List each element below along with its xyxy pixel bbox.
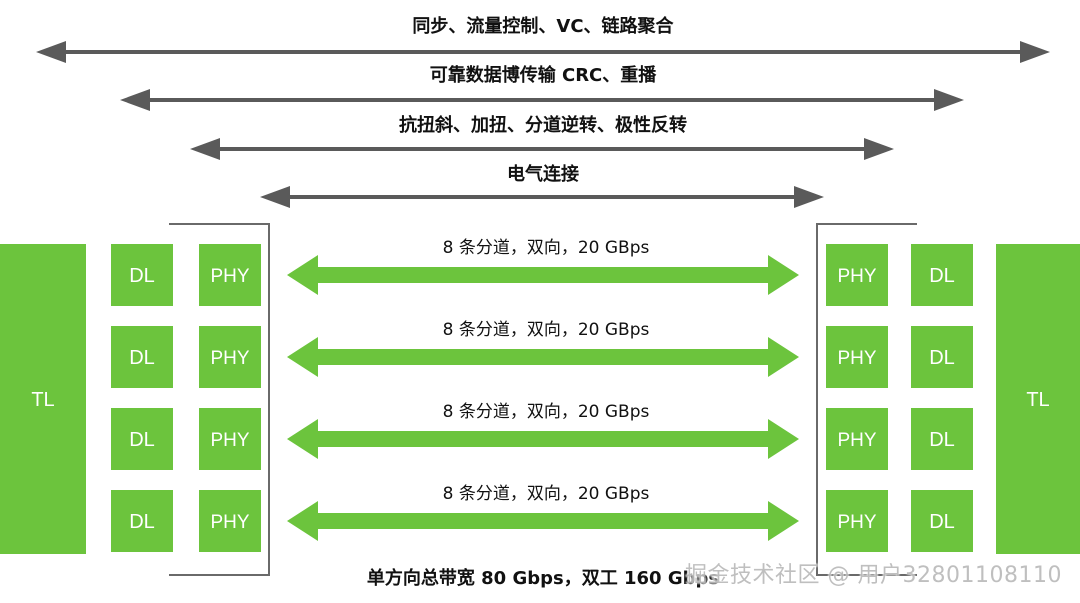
total-bandwidth-label: 单方向总带宽 80 Gbps，双工 160 Gbps xyxy=(367,567,719,589)
dl-label-right: DL xyxy=(929,265,955,287)
dl-label-left: DL xyxy=(129,347,155,369)
phy-box-left xyxy=(199,244,261,306)
dl-label-left: DL xyxy=(129,429,155,451)
tl-label-right: TL xyxy=(1026,389,1049,411)
layer-label-electrical: 电气连接 xyxy=(507,163,579,185)
lane-row: DL PHY PHY DL 8 条分道，双向，20 GBps xyxy=(111,320,973,388)
phy-label-left: PHY xyxy=(210,348,249,369)
left-bracket xyxy=(169,223,270,576)
layer-label-deskew: 抗扭斜、加扭、分道逆转、极性反转 xyxy=(399,114,687,136)
lane-arrow xyxy=(287,255,799,295)
layer-label-reliable: 可靠数据博传输 CRC、重播 xyxy=(430,64,658,86)
tl-box-left xyxy=(0,244,86,554)
dl-label-right: DL xyxy=(929,429,955,451)
layer-label-sync: 同步、流量控制、VC、链路聚合 xyxy=(412,15,674,37)
right-bracket xyxy=(816,223,917,576)
dl-label-right: DL xyxy=(929,511,955,533)
layer-arrow-deskew xyxy=(190,138,894,160)
dl-box-right xyxy=(911,408,973,470)
phy-label-right: PHY xyxy=(837,266,876,287)
lanes: DL PHY PHY DL 8 条分道，双向，20 GBps DL PHY PH… xyxy=(111,238,973,552)
layer-arrow-sync xyxy=(36,41,1050,63)
dl-box-right xyxy=(911,244,973,306)
dl-box-left xyxy=(111,408,173,470)
phy-box-right xyxy=(826,408,888,470)
dl-box-left xyxy=(111,244,173,306)
phy-label-right: PHY xyxy=(837,430,876,451)
phy-box-right xyxy=(826,490,888,552)
phy-box-right xyxy=(826,326,888,388)
lane-arrow xyxy=(287,419,799,459)
lane-row: DL PHY PHY DL 8 条分道，双向，20 GBps xyxy=(111,402,973,470)
phy-label-right: PHY xyxy=(837,512,876,533)
phy-label-left: PHY xyxy=(210,430,249,451)
dl-label-left: DL xyxy=(129,265,155,287)
phy-box-left xyxy=(199,490,261,552)
dl-label-right: DL xyxy=(929,347,955,369)
layer-arrow-electrical xyxy=(260,186,824,208)
tl-box-right xyxy=(996,244,1080,554)
lane-row: DL PHY PHY DL 8 条分道，双向，20 GBps xyxy=(111,484,973,552)
lane-label: 8 条分道，双向，20 GBps xyxy=(443,238,650,258)
layer-arrow-reliable xyxy=(120,89,964,111)
phy-box-left xyxy=(199,326,261,388)
phy-label-left: PHY xyxy=(210,512,249,533)
lane-row: DL PHY PHY DL 8 条分道，双向，20 GBps xyxy=(111,238,973,306)
lane-arrow xyxy=(287,337,799,377)
lane-label: 8 条分道，双向，20 GBps xyxy=(443,402,650,422)
dl-label-left: DL xyxy=(129,511,155,533)
phy-box-right xyxy=(826,244,888,306)
watermark: 掘金技术社区 @ 用户3280110811​0 xyxy=(685,563,1062,588)
dl-box-right xyxy=(911,490,973,552)
phy-label-right: PHY xyxy=(837,348,876,369)
lane-label: 8 条分道，双向，20 GBps xyxy=(443,484,650,504)
phy-label-left: PHY xyxy=(210,266,249,287)
phy-box-left xyxy=(199,408,261,470)
lane-arrow xyxy=(287,501,799,541)
lane-label: 8 条分道，双向，20 GBps xyxy=(443,320,650,340)
tl-label-left: TL xyxy=(31,389,54,411)
dl-box-left xyxy=(111,490,173,552)
dl-box-left xyxy=(111,326,173,388)
dl-box-right xyxy=(911,326,973,388)
